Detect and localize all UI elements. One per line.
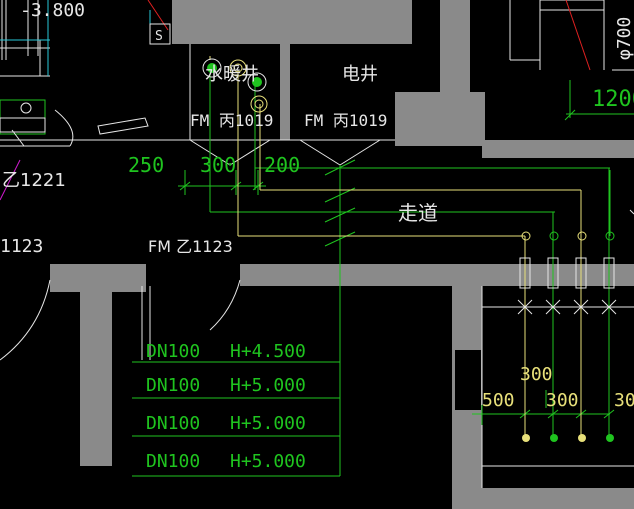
s-mark-text: S — [155, 29, 163, 44]
dim-300-mid-text: 300 — [520, 364, 553, 385]
left-equipment-inner — [0, 117, 46, 133]
s-box — [149, 23, 171, 45]
valve-symbols — [482, 257, 634, 315]
valve-2 — [547, 257, 559, 289]
fm-corridor-text: FM 乙1123 — [148, 237, 233, 256]
wall-right-lower-notch — [455, 350, 481, 410]
pipe-end-top — [521, 231, 615, 241]
riser-4-inner — [254, 99, 264, 109]
wall-bottom-right — [482, 488, 634, 509]
corridor-text: 走道 — [398, 201, 438, 225]
pipe-end-bottom — [522, 434, 614, 442]
pipe-row-4-h: H+5.000 — [230, 451, 306, 472]
pipe-row-3-h: H+5.000 — [230, 413, 306, 434]
pipe-table: DN100 H+4.500 DN100 H+5.000 DN100 H+5.00… — [146, 341, 306, 472]
pipe-row-4-dn: DN100 — [146, 451, 200, 472]
wall-shaft-divider — [280, 44, 290, 140]
valve-4 — [603, 257, 615, 289]
fm-pipe-text: FM 丙1019 — [190, 111, 273, 130]
riser-4-ring — [250, 95, 268, 113]
door-left-a-text: 乙1221 — [2, 170, 66, 191]
pipe-row-2-dn: DN100 — [146, 375, 200, 396]
room-elec-text: 电井 — [342, 64, 378, 85]
yellow-lines — [209, 56, 582, 438]
pipe-row-1-dn: DN100 — [146, 341, 200, 362]
walls — [50, 0, 634, 509]
wall-left-lower — [50, 264, 146, 292]
dim-30-right-text: 30 — [614, 390, 634, 411]
riser-markers — [202, 58, 268, 113]
riser-2-inner — [233, 63, 243, 73]
riser-2-ring — [229, 59, 247, 77]
dim-200-text: 200 — [264, 153, 300, 177]
valve-1 — [519, 257, 531, 289]
fm-elec-text: FM 丙1019 — [304, 111, 387, 130]
wall-right-pier — [440, 0, 470, 100]
door-left-b-text: 1123 — [0, 236, 43, 257]
riser-1-ring — [202, 58, 222, 78]
pipe-row-1-h: H+4.500 — [230, 341, 306, 362]
wall-right-pier-lower — [395, 92, 485, 146]
green-lines — [132, 66, 634, 477]
column-t-stem — [80, 290, 112, 466]
dim-300-b-text: 300 — [546, 390, 579, 411]
elev-top-text: -3.800 — [20, 0, 85, 21]
dim-1200-text: 1200 — [592, 87, 634, 112]
dim-500-text: 500 — [482, 390, 515, 411]
riser-3-dot — [252, 77, 262, 87]
wall-top-column — [388, 0, 412, 44]
phi-text: φ700 — [614, 17, 634, 60]
wall-corridor-lower — [240, 264, 634, 286]
wall-top-center — [172, 0, 412, 44]
room-pipe-text: 水暖井 — [205, 64, 259, 85]
wall-corridor-upper — [482, 140, 634, 158]
color-accents — [0, 0, 591, 201]
valve-3 — [575, 257, 587, 289]
pipe-row-2-h: H+5.000 — [230, 375, 306, 396]
riser-1-dot — [207, 63, 217, 73]
pipe-row-3-dn: DN100 — [146, 413, 200, 434]
left-equipment-circle — [20, 102, 32, 114]
arch-lines — [0, 0, 634, 488]
left-equipment-box — [0, 99, 46, 135]
dim-250-text: 250 — [128, 153, 164, 177]
text-labels: -3.800 S 水暖井 电井 FM 丙1019 FM 丙1019 250 30… — [0, 0, 634, 411]
riser-3-ring — [247, 72, 267, 92]
dim-300-text: 300 — [200, 153, 236, 177]
